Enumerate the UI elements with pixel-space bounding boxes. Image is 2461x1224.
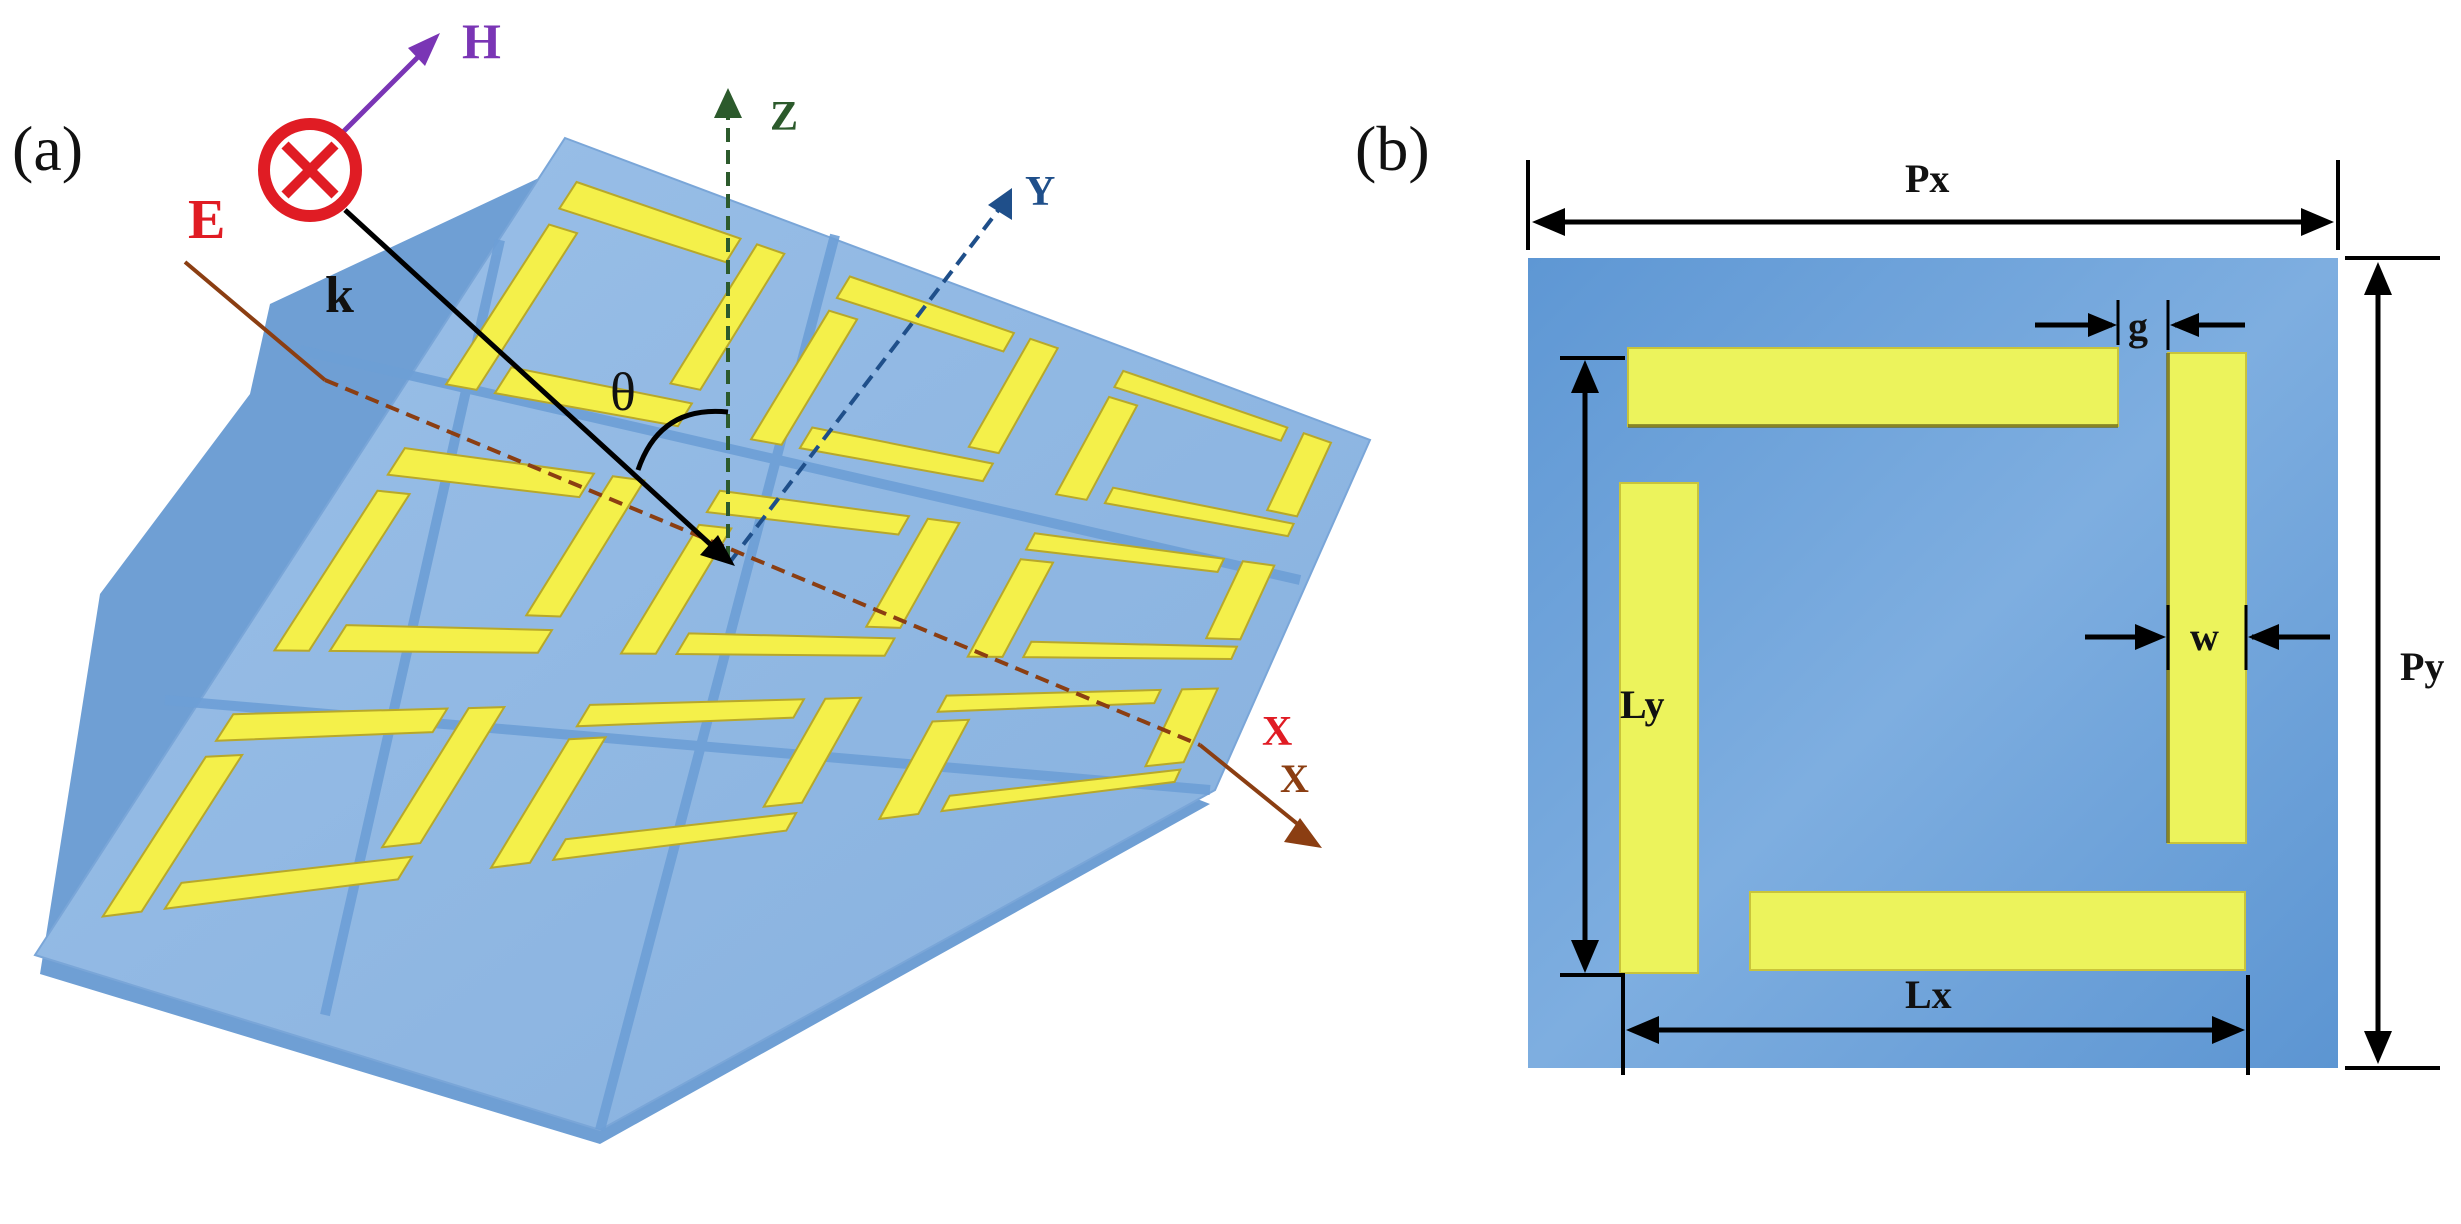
resonator-bar: [1204, 560, 1276, 641]
x-axis: X X: [183, 260, 1322, 848]
resonator-bar: [1143, 687, 1220, 768]
g-dimension: g: [2035, 300, 2245, 350]
panel-b: (b) Px Py: [1355, 113, 2444, 1075]
resonator-bar: [214, 707, 450, 742]
resonator-bar: [877, 718, 971, 821]
theta-angle: θ: [610, 362, 729, 471]
resonator-bar: [1265, 431, 1333, 518]
y-axis: Y: [728, 169, 1055, 564]
resonator-bar: [936, 688, 1163, 713]
px-dimension: Px: [1526, 156, 2340, 250]
resonator-bar: [939, 768, 1182, 813]
h-label: H: [462, 13, 501, 69]
theta-label: θ: [610, 362, 636, 422]
resonator-bar: [835, 275, 1016, 353]
resonator-bar: [967, 337, 1060, 455]
resonator-bar: [749, 309, 859, 446]
resonator-bar: [1103, 486, 1296, 538]
resonator-array: [100, 180, 1333, 918]
resonator-bar: [798, 426, 995, 483]
e-label: E: [188, 189, 225, 251]
px-label: Px: [1905, 156, 1949, 201]
z-axis-label: Z: [770, 94, 798, 140]
panel-a-label: (a): [12, 113, 83, 184]
k-label: k: [325, 267, 354, 324]
top-bar: [1627, 347, 2119, 427]
resonator-bar: [1021, 640, 1239, 661]
py-dimension: Py: [2345, 256, 2444, 1070]
resonator-bar: [1112, 369, 1289, 442]
unit-cell-resonator: [1619, 347, 2247, 974]
resonator-bar: [705, 489, 911, 536]
right-bar: [2167, 352, 2247, 844]
resonator-bar: [864, 517, 961, 629]
x-axis-label-red: X: [1262, 709, 1292, 755]
resonator-bar: [575, 698, 806, 728]
resonator-bar: [328, 624, 554, 654]
resonator-bar: [489, 736, 608, 869]
py-label: Py: [2400, 644, 2444, 689]
resonator-bar: [966, 558, 1055, 658]
resonator-bar: [162, 855, 414, 910]
e-field-into-page-icon: E: [188, 118, 362, 251]
resonator-bar: [674, 632, 897, 657]
resonator-bar: [761, 696, 863, 808]
x-axis-label-brown: X: [1280, 756, 1309, 801]
resonator-bar: [557, 180, 743, 264]
panel-b-label: (b): [1355, 113, 1430, 184]
lx-label: Lx: [1905, 972, 1952, 1017]
resonator-bar: [1024, 532, 1226, 573]
ly-label: Ly: [1620, 682, 1664, 727]
y-axis-label: Y: [1025, 169, 1055, 215]
panel-a: (a) Z Y X: [12, 13, 1372, 1144]
lx-dimension: Lx: [1621, 972, 2250, 1075]
resonator-bar: [380, 706, 507, 849]
resonator-bar: [1054, 395, 1139, 501]
resonator-bar: [100, 753, 244, 918]
w-dimension: w: [2085, 605, 2330, 670]
bottom-bar: [1749, 891, 2246, 971]
k-vector: k: [325, 208, 735, 566]
ly-dimension: Ly: [1560, 356, 1664, 977]
resonator-bar: [619, 523, 733, 655]
g-label: g: [2128, 304, 2148, 349]
resonator-bar: [272, 489, 412, 652]
resonator-bar: [524, 475, 646, 618]
z-axis: Z: [714, 88, 798, 560]
w-label: w: [2190, 614, 2219, 659]
left-bar: [1619, 482, 1699, 974]
resonator-bar: [551, 811, 798, 862]
resonator-bar: [493, 366, 694, 428]
